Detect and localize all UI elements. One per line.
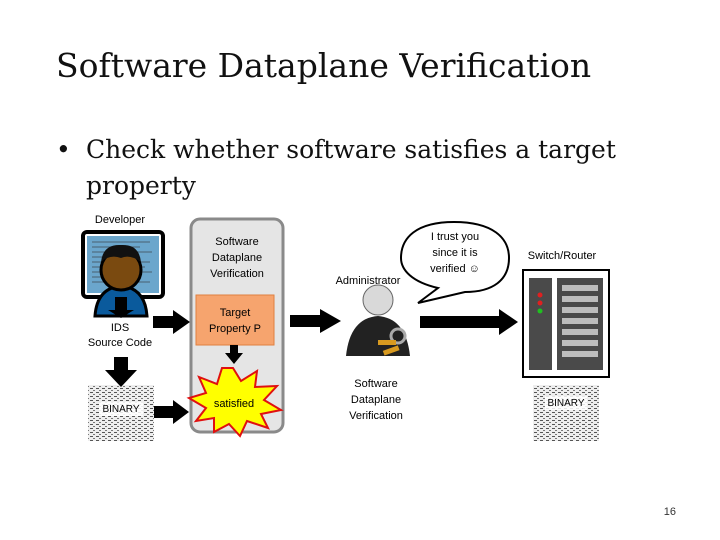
router-binary-label: BINARY: [545, 396, 587, 411]
arrow-binary-to-verification: [154, 400, 189, 424]
speech-bubble-text: I trust you since it is verified ☺: [410, 229, 500, 277]
router-binary-image: [533, 385, 599, 441]
arrow-verification-to-admin: [290, 309, 341, 333]
verification-box-label: Software Dataplane Verification: [191, 234, 283, 282]
arrow-admin-to-router: [420, 309, 518, 335]
satisfied-label: satisfied: [200, 397, 268, 412]
target-property-label: Target Property P: [196, 305, 274, 337]
page-number: 16: [664, 506, 676, 518]
arrow-source-to-binary: [105, 357, 137, 387]
administrator-label: Administrator: [322, 274, 414, 289]
developer-label: Developer: [85, 213, 155, 228]
source-code-label: IDS Source Code: [70, 321, 170, 351]
admin-verification-label: Software Dataplane Verification: [330, 376, 422, 424]
switch-router-icon: [523, 270, 609, 377]
target-property-text: Target Property P: [209, 307, 261, 335]
switch-router-label: Switch/Router: [512, 249, 612, 264]
developer-binary-label: BINARY: [99, 402, 143, 417]
administrator-icon: [346, 285, 410, 356]
